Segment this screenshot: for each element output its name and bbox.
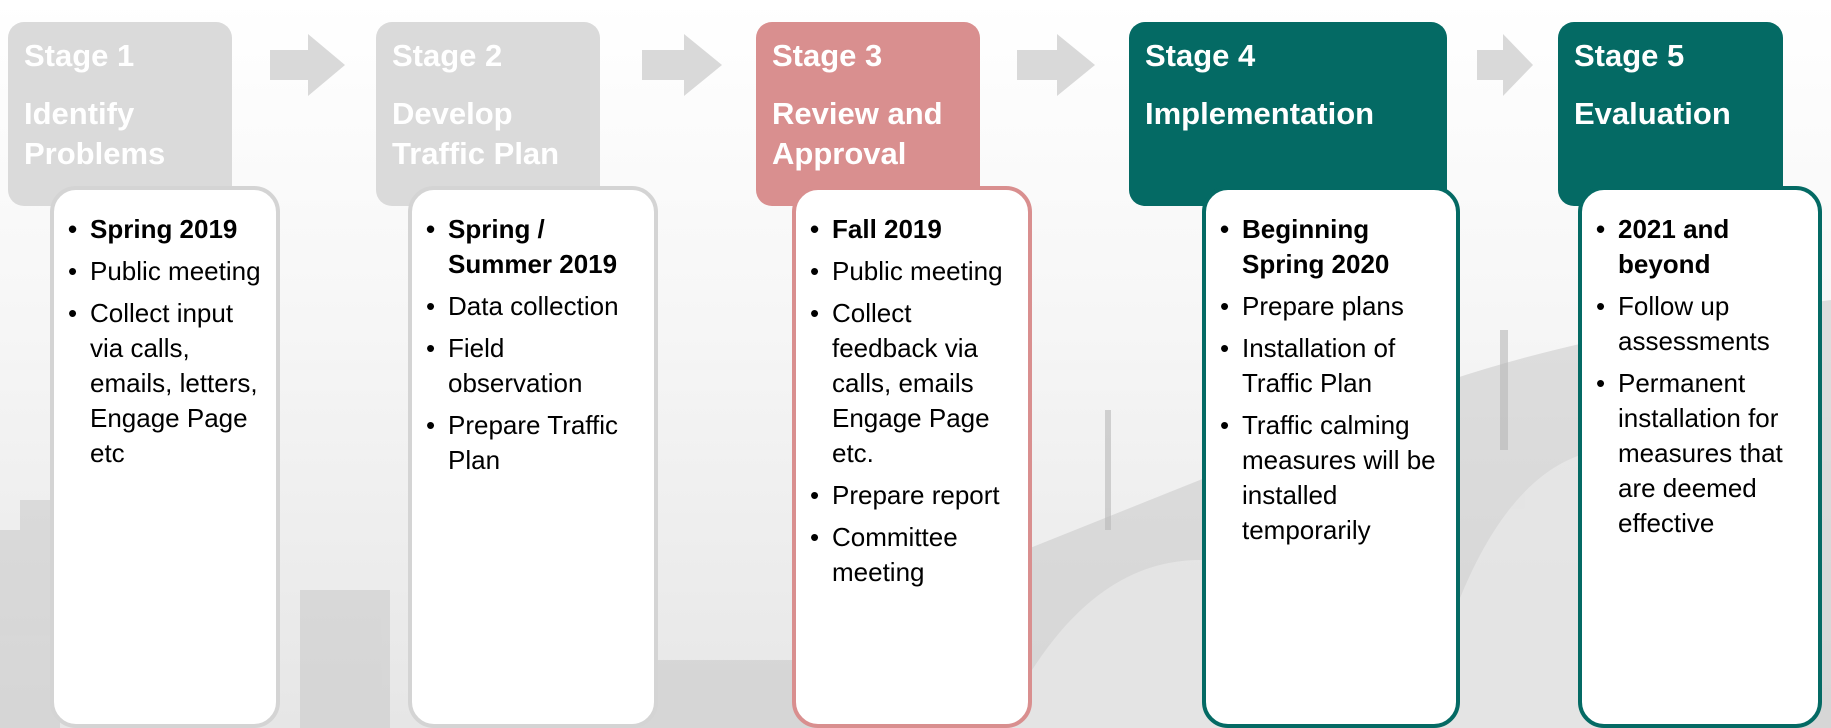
- stage-5-list: 2021 and beyond Follow up assessments Pe…: [1596, 212, 1806, 541]
- stage-3-date: Fall 2019: [810, 212, 1016, 247]
- stage-4-number: Stage 4: [1145, 38, 1256, 73]
- stage-2-item: Prepare Traffic Plan: [426, 408, 642, 478]
- stage-4-item: Prepare plans: [1220, 289, 1444, 324]
- stage-2-item: Field observation: [426, 331, 642, 401]
- stage-1-title: Identify Problems: [24, 96, 166, 171]
- stage-3-item: Collect feedback via calls, emails Engag…: [810, 296, 1016, 471]
- stage-2-item: Data collection: [426, 289, 642, 324]
- stage-3-number: Stage 3: [772, 38, 883, 73]
- stage-2-title: Develop Traffic Plan: [392, 96, 560, 171]
- stage-4-list: Beginning Spring 2020 Prepare plans Inst…: [1220, 212, 1444, 548]
- stage-2-card: Spring / Summer 2019 Data collection Fie…: [408, 186, 658, 728]
- stage-1-number: Stage 1: [24, 38, 135, 73]
- stage-1-date: Spring 2019: [68, 212, 264, 247]
- stage-3-item: Committee meeting: [810, 520, 1016, 590]
- stage-5-date: 2021 and beyond: [1596, 212, 1806, 282]
- stage-4-title: Implementation: [1145, 96, 1375, 131]
- stage-1-list: Spring 2019 Public meeting Collect input…: [68, 212, 264, 471]
- stage-4-item: Installation of Traffic Plan: [1220, 331, 1444, 401]
- arrow-3-to-4: [1017, 34, 1095, 96]
- stage-2-list: Spring / Summer 2019 Data collection Fie…: [426, 212, 642, 478]
- stage-3-card: Fall 2019 Public meeting Collect feedbac…: [792, 186, 1032, 728]
- arrow-1-to-2: [270, 34, 345, 96]
- stage-4-card: Beginning Spring 2020 Prepare plans Inst…: [1202, 186, 1460, 728]
- stage-3-title: Review and Approval: [772, 96, 943, 171]
- arrow-2-to-3: [642, 34, 722, 96]
- stage-1-header: Stage 1 Identify Problems: [8, 22, 232, 206]
- stage-3-item: Prepare report: [810, 478, 1016, 513]
- stage-3-item: Public meeting: [810, 254, 1016, 289]
- stage-5-number: Stage 5: [1574, 38, 1685, 73]
- stage-1-item: Public meeting: [68, 254, 264, 289]
- stage-5-card: 2021 and beyond Follow up assessments Pe…: [1578, 186, 1822, 728]
- stage-2-number: Stage 2: [392, 38, 503, 73]
- stage-5-item: Follow up assessments: [1596, 289, 1806, 359]
- stage-1-card: Spring 2019 Public meeting Collect input…: [50, 186, 280, 728]
- stage-2-header: Stage 2 Develop Traffic Plan: [376, 22, 600, 206]
- stage-5-header: Stage 5 Evaluation: [1558, 22, 1783, 206]
- stage-5-title: Evaluation: [1574, 96, 1731, 131]
- stage-3-list: Fall 2019 Public meeting Collect feedbac…: [810, 212, 1016, 590]
- stage-4-item: Traffic calming measures will be install…: [1220, 408, 1444, 548]
- stage-2-date: Spring / Summer 2019: [426, 212, 642, 282]
- stage-4-date: Beginning Spring 2020: [1220, 212, 1444, 282]
- stage-4-header: Stage 4 Implementation: [1129, 22, 1447, 206]
- arrow-4-to-5: [1477, 34, 1533, 96]
- stage-1-item: Collect input via calls, emails, letters…: [68, 296, 264, 471]
- stage-5-item: Permanent installation for measures that…: [1596, 366, 1806, 541]
- stage-3-header: Stage 3 Review and Approval: [756, 22, 980, 206]
